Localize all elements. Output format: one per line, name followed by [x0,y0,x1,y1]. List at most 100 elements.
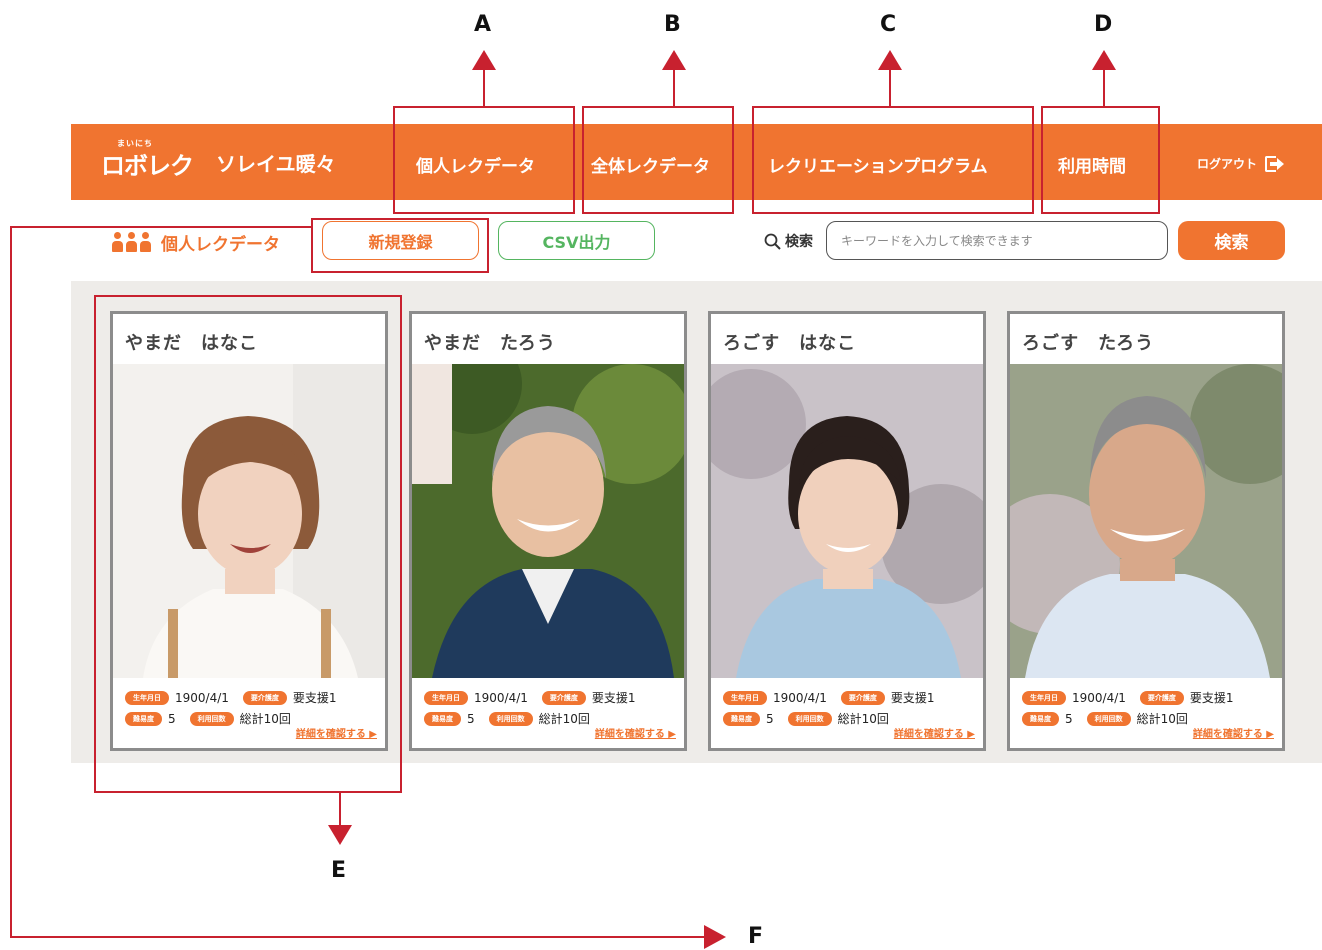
annotation-label-c: C [880,12,897,37]
detail-link[interactable]: 詳細を確認する ▶ [1192,729,1274,740]
annotation-line-f-left [10,226,12,938]
detail-link[interactable]: 詳細を確認する ▶ [594,729,676,740]
search-label: 検索 [764,231,813,251]
annotation-line-e [339,793,341,825]
person-card[interactable]: やまだ たろう 生年月日 1900/4/1 要介護度 要支援1 難易度 5 利用… [409,311,687,751]
annotation-label-d: D [1094,12,1113,37]
search-input[interactable] [826,221,1168,260]
logo-subtitle: まいにち [117,139,153,148]
person-info: 生年月日 1900/4/1 要介護度 要支援1 難易度 5 利用回数 総計10回 [1022,687,1248,729]
annotation-line-c [889,68,891,106]
annotation-box-a [393,106,575,214]
care-level-label: 要介護度 [242,690,287,705]
annotation-box-b [582,106,734,214]
csv-export-button[interactable]: CSV出力 [498,221,655,260]
person-name: ろごす はなこ [723,333,857,354]
search-icon [764,233,781,250]
care-level-value: 要支援1 [1189,691,1234,705]
annotation-box-f [311,218,489,273]
section-title-label: 個人レクデータ [161,235,280,255]
usage-count-value: 総計10回 [239,712,291,726]
search-button[interactable]: 検索 [1178,221,1285,260]
person-photo [1010,364,1282,678]
difficulty-label: 難易度 [723,711,760,726]
person-info: 生年月日 1900/4/1 要介護度 要支援1 難易度 5 利用回数 総計10回 [424,687,650,729]
logout-button[interactable]: ログアウト [1197,155,1285,172]
annotation-arrow-b [662,50,686,70]
app-logo[interactable]: まいにち ロボレク [101,139,194,180]
person-info: 生年月日 1900/4/1 要介護度 要支援1 難易度 5 利用回数 総計10回 [125,687,351,729]
annotation-box-d [1041,106,1160,214]
annotation-label-a: A [474,12,492,37]
person-card[interactable]: ろごす たろう 生年月日 1900/4/1 要介護度 要支援1 難易度 5 利用… [1007,311,1285,751]
facility-name: ソレイユ暖々 [216,152,336,176]
difficulty-value: 5 [467,711,475,726]
difficulty-label: 難易度 [1022,711,1059,726]
care-level-label: 要介護度 [1139,690,1184,705]
difficulty-value: 5 [766,711,774,726]
nav-recreation-program[interactable]: レクリエーションプログラム [768,157,988,177]
nav-individual-rec-data[interactable]: 個人レクデータ [416,157,535,177]
care-level-label: 要介護度 [541,690,586,705]
usage-count-value: 総計10回 [538,712,590,726]
person-photo [113,364,385,678]
birth-label: 生年月日 [125,690,169,705]
usage-count-value: 総計10回 [837,712,889,726]
person-name: やまだ はなこ [125,333,258,354]
person-name: ろごす たろう [1022,333,1155,354]
usage-count-value: 総計10回 [1136,712,1188,726]
annotation-arrow-f [704,925,726,949]
annotation-label-b: B [664,12,681,37]
person-photo [412,364,684,678]
difficulty-label: 難易度 [424,711,461,726]
difficulty-value: 5 [1065,711,1073,726]
annotation-line-f-top [10,226,311,228]
annotation-line-b [673,68,675,106]
logout-icon [1265,155,1285,172]
annotation-arrow-c [878,50,902,70]
birth-value: 1900/4/1 [1072,690,1126,705]
annotation-line-f-bottom [10,936,705,938]
annotation-label-e: E [331,858,347,883]
birth-label: 生年月日 [424,690,468,705]
detail-link[interactable]: 詳細を確認する ▶ [295,729,377,740]
person-card[interactable]: ろごす はなこ 生年月日 1900/4/1 要介護度 要支援1 難易度 5 利用… [708,311,986,751]
difficulty-label: 難易度 [125,711,162,726]
person-photo [711,364,983,678]
difficulty-value: 5 [168,711,176,726]
usage-count-label: 利用回数 [787,711,832,726]
care-level-value: 要支援1 [292,691,337,705]
birth-value: 1900/4/1 [773,690,827,705]
annotation-line-a [483,68,485,106]
annotation-line-d [1103,68,1105,106]
search-label-text: 検索 [785,234,813,250]
detail-link[interactable]: 詳細を確認する ▶ [893,729,975,740]
new-registration-button[interactable]: 新規登録 [322,221,479,260]
logout-label: ログアウト [1197,157,1258,171]
annotation-box-e [94,295,402,793]
app-header: まいにち ロボレク ソレイユ暖々 個人レクデータ 全体レクデータ レクリエーショ… [71,124,1322,200]
person-info: 生年月日 1900/4/1 要介護度 要支援1 難易度 5 利用回数 総計10回 [723,687,949,729]
nav-usage-time[interactable]: 利用時間 [1058,157,1126,177]
birth-value: 1900/4/1 [175,690,229,705]
annotation-box-c [752,106,1034,214]
annotation-arrow-a [472,50,496,70]
people-icon [111,231,151,254]
care-level-value: 要支援1 [591,691,636,705]
section-title: 個人レクデータ [111,230,280,255]
person-card[interactable]: やまだ はなこ 生年月日 1900/4/1 要介護度 要支援1 難易度 5 利用… [110,311,388,751]
person-name: やまだ たろう [424,333,556,354]
usage-count-label: 利用回数 [488,711,533,726]
birth-label: 生年月日 [723,690,767,705]
annotation-arrow-d [1092,50,1116,70]
usage-count-label: 利用回数 [189,711,234,726]
care-level-label: 要介護度 [840,690,885,705]
birth-label: 生年月日 [1022,690,1066,705]
usage-count-label: 利用回数 [1086,711,1131,726]
annotation-label-f: F [748,924,764,949]
care-level-value: 要支援1 [890,691,935,705]
logo-text: ロボレク [101,151,194,180]
annotation-arrow-e [328,825,352,845]
nav-overall-rec-data[interactable]: 全体レクデータ [591,157,710,177]
birth-value: 1900/4/1 [474,690,528,705]
